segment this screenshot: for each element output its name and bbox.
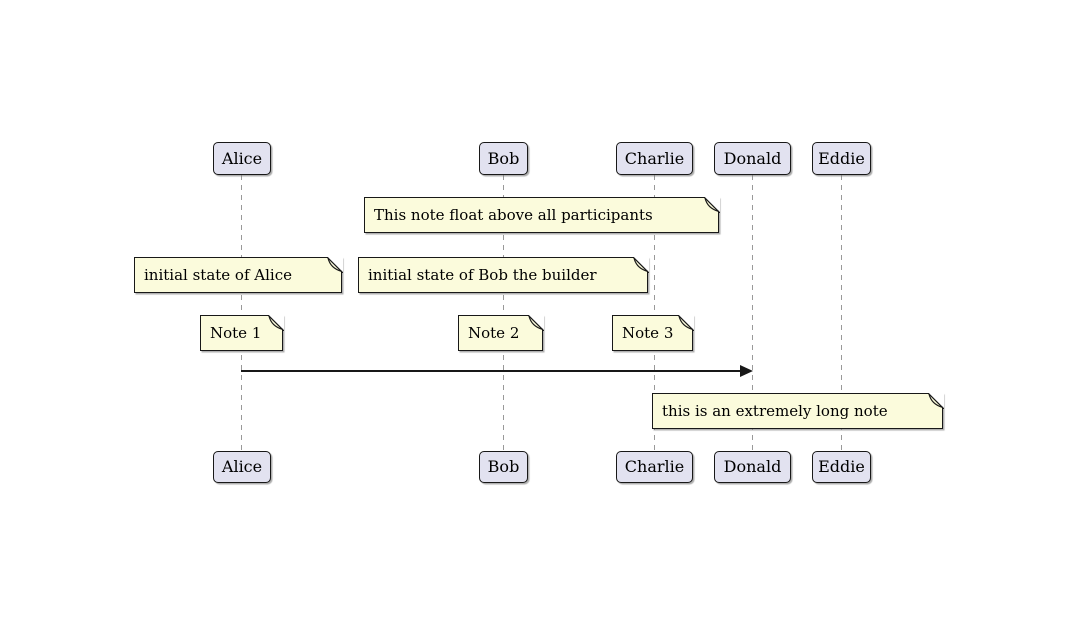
arrow-line xyxy=(241,370,742,372)
note-fold-icon xyxy=(267,314,284,331)
lifeline-eddie xyxy=(840,175,842,451)
lifeline-donald xyxy=(751,175,753,451)
note-fold-icon xyxy=(927,392,944,409)
note-text: Note 1 xyxy=(210,324,262,342)
participant-bob-bottom: Bob xyxy=(479,451,528,483)
note-fold-icon xyxy=(703,196,720,213)
note-float-above-participants: This note float above all participants xyxy=(364,196,720,233)
participant-eddie-bottom: Eddie xyxy=(812,451,871,483)
participant-charlie-bottom: Charlie xyxy=(616,451,693,483)
lifeline-bob xyxy=(502,175,504,451)
note-text: initial state of Bob the builder xyxy=(368,266,597,284)
note-2: Note 2 xyxy=(458,314,544,351)
note-fold-icon xyxy=(326,256,343,273)
note-initial-state-bob: initial state of Bob the builder xyxy=(358,256,649,293)
note-text: This note float above all participants xyxy=(374,206,653,224)
note-3: Note 3 xyxy=(612,314,694,351)
note-text: Note 3 xyxy=(622,324,674,342)
note-initial-state-alice: initial state of Alice xyxy=(134,256,343,293)
participant-alice-bottom: Alice xyxy=(213,451,271,483)
note-text: initial state of Alice xyxy=(144,266,292,284)
note-1: Note 1 xyxy=(200,314,284,351)
participant-alice-top: Alice xyxy=(213,142,271,175)
note-fold-icon xyxy=(527,314,544,331)
participant-donald-top: Donald xyxy=(714,142,791,175)
lifeline-alice xyxy=(240,175,242,451)
arrow-head-icon xyxy=(740,365,753,377)
participant-donald-bottom: Donald xyxy=(714,451,791,483)
participant-charlie-top: Charlie xyxy=(616,142,693,175)
message-arrow-alice-to-donald xyxy=(241,364,754,378)
note-text: this is an extremely long note xyxy=(662,402,888,420)
note-fold-icon xyxy=(677,314,694,331)
note-extremely-long: this is an extremely long note xyxy=(652,392,944,429)
lifeline-charlie xyxy=(653,175,655,451)
note-text: Note 2 xyxy=(468,324,520,342)
participant-eddie-top: Eddie xyxy=(812,142,871,175)
participant-bob-top: Bob xyxy=(479,142,528,175)
note-fold-icon xyxy=(632,256,649,273)
